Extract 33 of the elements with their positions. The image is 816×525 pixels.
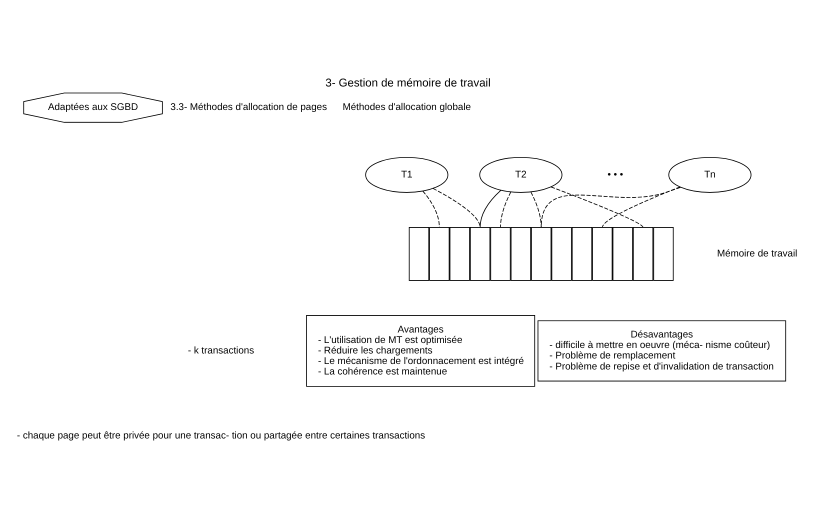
node-box — [612, 227, 633, 281]
connector — [432, 188, 481, 228]
node-box — [470, 227, 490, 281]
node-box — [653, 227, 674, 281]
node-box: Désavantages - difficile à mettre en oeuvre (méca- nisme coûteur) - Problème de remplacement - Problème de repise et d'invalidation de transaction — [538, 320, 786, 382]
connector — [530, 192, 542, 228]
diagram-title: 3- Gestion de mémoire de travail — [325, 78, 491, 90]
node-box — [531, 227, 552, 281]
label: Mémoire de travail — [717, 248, 798, 260]
node-box — [551, 227, 572, 281]
node-box — [510, 227, 532, 281]
node-box — [408, 227, 430, 281]
label: - k transactions — [188, 345, 254, 356]
connector — [480, 190, 502, 228]
label: 3.3- Méthodes d'allocation de pages — [170, 102, 327, 114]
connector — [500, 192, 512, 228]
node-box — [450, 227, 470, 281]
node-ellipse: T2 — [479, 156, 562, 193]
node-box — [429, 227, 450, 281]
node-box: Avantages - L'utilisation de MT est optimisée - Réduire les chargements - Le mécanisme de l'ordonnacement est intégré - La cohérence est maintenue — [306, 315, 536, 387]
connector — [602, 186, 680, 228]
connector — [540, 186, 681, 228]
label: Méthodes d'allocation globale — [342, 102, 471, 114]
connector — [550, 186, 644, 228]
label: • • • — [608, 169, 624, 180]
node-box — [572, 227, 592, 281]
connector — [422, 190, 440, 228]
node-ellipse: T1 — [365, 156, 448, 193]
node-ellipse: Tn — [668, 156, 752, 193]
label: - chaque page peut être privée pour une transac- tion ou partagée entre certaines transactions — [16, 430, 426, 442]
node-box — [632, 227, 654, 281]
node-box — [592, 227, 613, 281]
node-box — [490, 227, 511, 281]
